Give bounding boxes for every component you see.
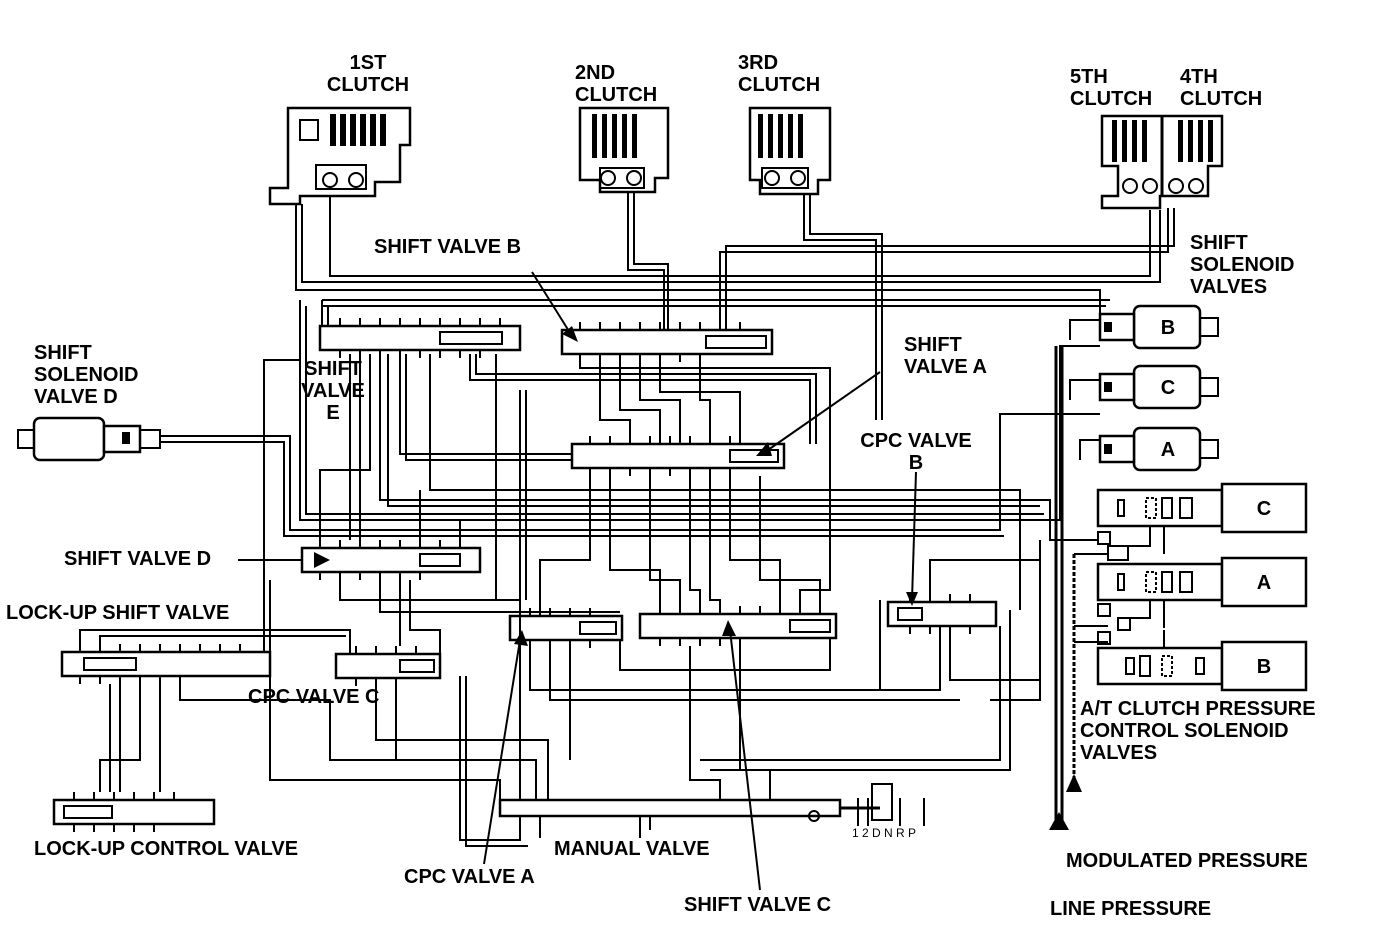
- label-at-clutch-pressure-control-solenoid-valves: A/T CLUTCH PRESSURE CONTROL SOLENOID VAL…: [1080, 698, 1316, 764]
- label-shift-solenoid-valves-line2: SOLENOID: [1190, 254, 1295, 276]
- label-lock-up-shift-valve: LOCK-UP SHIFT VALVE: [6, 602, 230, 624]
- label-2nd-clutch-line2: CLUTCH: [575, 84, 658, 106]
- shift-solenoid-letter-c: C: [1161, 377, 1175, 399]
- label-cpc-valve-a: CPC VALVE A: [404, 866, 535, 888]
- label-shift-solenoid-valves-line1: SHIFT: [1190, 232, 1248, 254]
- cpc-valve-c: [334, 646, 442, 686]
- label-cpc-valve-b-line2: B: [908, 452, 924, 474]
- shift-solenoid-valve-d: [17, 416, 161, 462]
- label-shift-solenoid-valve-d-line2: SOLENOID: [34, 364, 139, 386]
- label-3rd-clutch-line2: CLUTCH: [738, 74, 821, 96]
- label-5th-clutch-line1: 5TH: [1070, 66, 1108, 88]
- pressure-solenoid-a: A: [1096, 556, 1308, 608]
- shift-solenoid-c: C: [1098, 364, 1219, 410]
- label-shift-valve-b: SHIFT VALVE B: [374, 236, 522, 258]
- shift-solenoid-a: A: [1098, 426, 1219, 472]
- pressure-solenoid-letter-a: A: [1257, 572, 1271, 594]
- label-shift-valve-e-line2: VALVE: [301, 380, 365, 402]
- hydraulic-lines: [79, 192, 1175, 847]
- shift-solenoid-b: B: [1098, 304, 1219, 350]
- label-1st-clutch-line2: CLUTCH: [326, 74, 410, 96]
- label-shift-valve-a-line2: VALVE A: [904, 356, 987, 378]
- shift-valve-a: [570, 436, 786, 476]
- manual-valve: 1 2 D N R P: [498, 783, 925, 840]
- lock-up-shift-valve: [60, 644, 272, 684]
- label-shift-solenoid-valves-line3: VALVES: [1190, 276, 1268, 298]
- manual-valve-positions: 1 2 D N R P: [852, 826, 916, 840]
- label-modulated-pressure: MODULATED PRESSURE: [1066, 850, 1308, 872]
- label-1st-clutch: 1ST CLUTCH: [318, 52, 418, 96]
- shift-valve-d: [300, 540, 482, 580]
- clutch-3rd: [748, 106, 832, 196]
- label-5th-clutch: 5TH CLUTCH: [1070, 66, 1152, 110]
- label-cpc-valve-b: CPC VALVE B: [846, 430, 986, 474]
- shift-valve-e: [318, 318, 522, 358]
- label-cpc-valve-c: CPC VALVE C: [248, 686, 380, 708]
- label-shift-solenoid-valve-d-line1: SHIFT: [34, 342, 92, 364]
- label-shift-valve-c: SHIFT VALVE C: [684, 894, 832, 916]
- callout-arrows: [238, 271, 1082, 891]
- shift-valve-c: [638, 606, 838, 646]
- label-shift-solenoid-valve-d: SHIFT SOLENOID VALVE D: [34, 342, 138, 408]
- label-cpc-valve-b-line1: CPC VALVE: [860, 430, 972, 452]
- clutch-2nd: [578, 106, 670, 194]
- lock-up-control-valve: [52, 792, 216, 832]
- pressure-solenoid-b: B: [1096, 640, 1308, 692]
- label-at-clutch-line2: CONTROL SOLENOID: [1080, 720, 1289, 742]
- label-manual-valve: MANUAL VALVE: [554, 838, 710, 860]
- clutch-1st: [268, 106, 412, 206]
- label-shift-solenoid-valve-d-line3: VALVE D: [34, 386, 118, 408]
- label-5th-clutch-line2: CLUTCH: [1070, 88, 1153, 110]
- label-1st-clutch-line1: 1ST: [349, 52, 387, 74]
- label-line-pressure: LINE PRESSURE: [1050, 898, 1212, 920]
- label-at-clutch-line3: VALVES: [1080, 742, 1158, 764]
- label-3rd-clutch-line1: 3RD: [738, 52, 779, 74]
- clutch-5th-4th: [1100, 114, 1224, 210]
- label-3rd-clutch: 3RD CLUTCH: [738, 52, 820, 96]
- label-shift-valve-a: SHIFT VALVE A: [904, 334, 987, 378]
- label-4th-clutch-line1: 4TH: [1180, 66, 1218, 88]
- label-2nd-clutch: 2ND CLUTCH: [575, 62, 657, 106]
- pressure-solenoid-c: C: [1096, 482, 1308, 534]
- label-shift-valve-e-line3: E: [326, 402, 340, 424]
- label-shift-valve-e-line1: SHIFT: [304, 358, 362, 380]
- label-2nd-clutch-line1: 2ND: [575, 62, 616, 84]
- label-shift-valve-e: SHIFT VALVE E: [296, 358, 370, 424]
- label-4th-clutch: 4TH CLUTCH: [1180, 66, 1262, 110]
- pressure-solenoid-letter-b: B: [1257, 656, 1271, 678]
- label-shift-valve-d: SHIFT VALVE D: [64, 548, 212, 570]
- cpc-valve-b: [886, 594, 998, 634]
- pressure-solenoid-letter-c: C: [1257, 498, 1271, 520]
- label-shift-valve-a-line1: SHIFT: [904, 334, 962, 356]
- label-4th-clutch-line2: CLUTCH: [1180, 88, 1263, 110]
- shift-solenoid-letter-b: B: [1161, 317, 1175, 339]
- label-shift-solenoid-valves: SHIFT SOLENOID VALVES: [1190, 232, 1294, 298]
- shift-solenoid-letter-a: A: [1161, 439, 1175, 461]
- label-at-clutch-line1: A/T CLUTCH PRESSURE: [1080, 698, 1316, 720]
- label-lock-up-control-valve: LOCK-UP CONTROL VALVE: [34, 838, 299, 860]
- cpc-valve-a: [508, 608, 624, 648]
